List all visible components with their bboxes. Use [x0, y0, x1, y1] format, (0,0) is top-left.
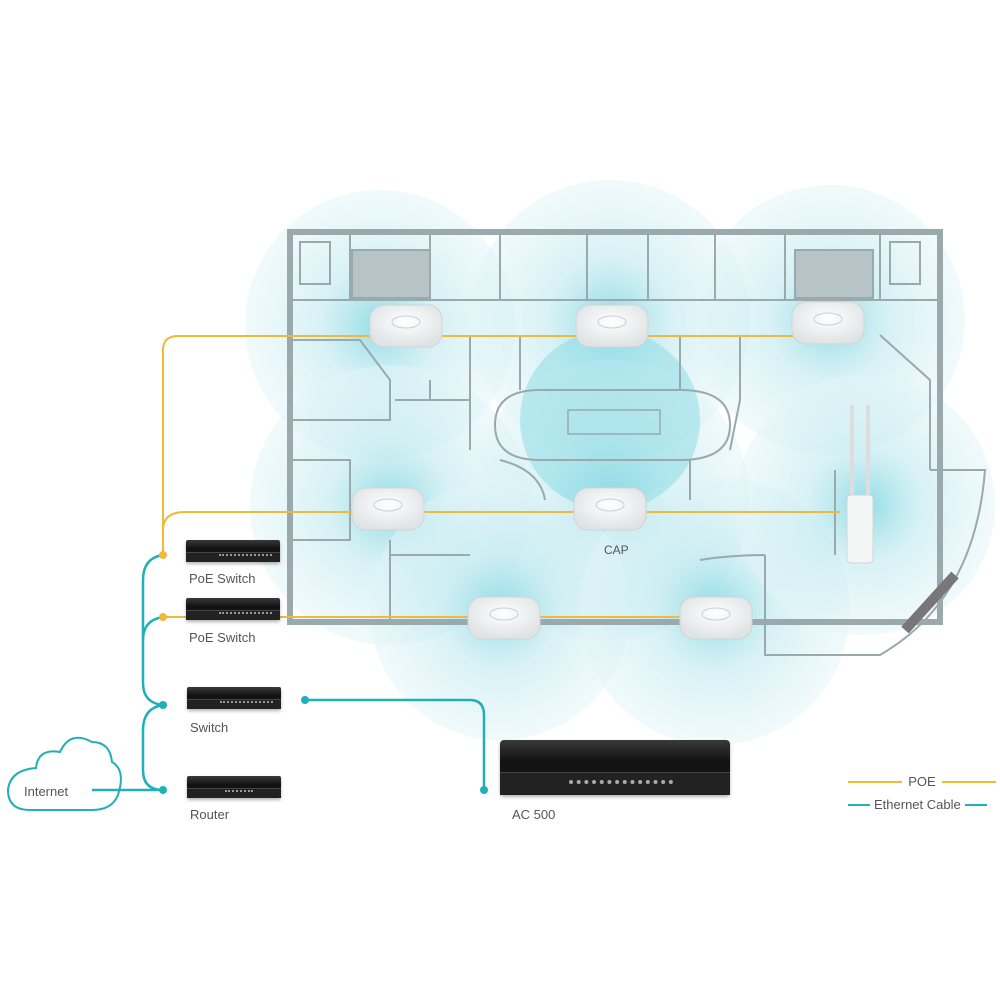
internet-label: Internet: [24, 784, 69, 799]
junction-dots: [159, 551, 488, 794]
ceiling-ap-icon: [351, 487, 425, 531]
ac500-label: AC 500: [512, 807, 556, 822]
legend: POE Ethernet Cable: [848, 774, 996, 812]
outdoor-ap-icon: [846, 405, 874, 564]
legend-poe-label: POE: [908, 774, 936, 789]
legend-poe: POE: [848, 774, 996, 789]
router-label: Router: [190, 807, 230, 822]
legend-ethernet: Ethernet Cable: [848, 797, 996, 812]
cap-label: CAP: [604, 543, 629, 557]
internet-cloud-icon: [6, 736, 122, 811]
floor-plan: [287, 229, 987, 656]
ceiling-ap-icon: [679, 596, 753, 640]
poe-switch-2-icon[interactable]: [186, 598, 280, 620]
router-icon[interactable]: [187, 776, 281, 798]
switch-icon[interactable]: [187, 687, 281, 709]
poe-switch-1-icon[interactable]: [186, 540, 280, 562]
legend-ethernet-label: Ethernet Cable: [874, 797, 961, 812]
ceiling-ap-icon: [575, 304, 649, 348]
access-points: [351, 301, 874, 640]
poe-switch-2-label: PoE Switch: [189, 630, 256, 645]
switch-label: Switch: [190, 720, 229, 735]
ceiling-ap-icon: [369, 304, 443, 348]
ceiling-ap-icon: [573, 487, 647, 531]
poe-switch-1-label: PoE Switch: [189, 571, 256, 586]
ac500-controller-icon[interactable]: [500, 740, 730, 795]
ceiling-ap-icon: [791, 301, 865, 345]
ceiling-ap-icon: [467, 596, 541, 640]
